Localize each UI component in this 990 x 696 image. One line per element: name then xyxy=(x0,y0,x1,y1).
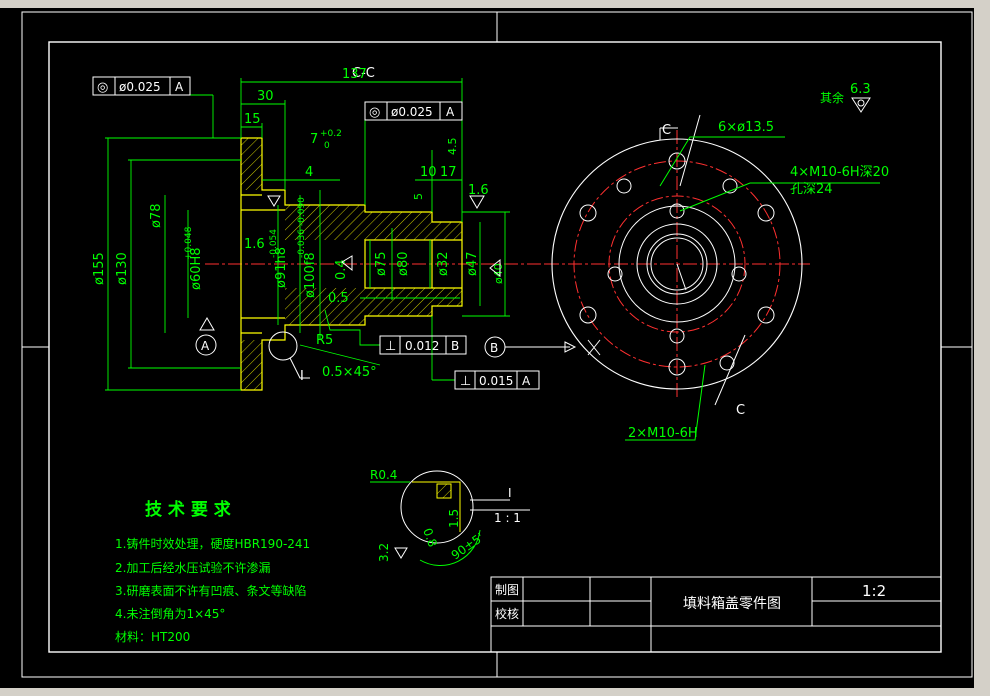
vertical-scrollbar[interactable] xyxy=(974,0,990,696)
title-block xyxy=(490,576,942,653)
title-draw-label: 制图 xyxy=(495,583,519,597)
window-top-bar xyxy=(0,0,990,8)
dim-phi80: ø80 xyxy=(396,252,411,277)
dim-phi60-tol: +0.048 xyxy=(184,226,194,260)
dim-17: 17 xyxy=(440,165,457,180)
dim-phi75: ø75 xyxy=(374,252,389,277)
svg-text:◎: ◎ xyxy=(369,105,380,120)
tech-item-1: 1.铸件时效处理，硬度HBR190-241 xyxy=(115,536,310,551)
svg-text:0.015: 0.015 xyxy=(479,374,513,388)
view-c-bottom: C xyxy=(736,403,745,418)
tech-material: 材料：HT200 xyxy=(115,630,190,644)
dim-chamfer: 0.5×45° xyxy=(322,365,377,380)
dim-137: 137 xyxy=(342,67,367,82)
svg-text:◎: ◎ xyxy=(97,80,108,95)
datum-b-marker: B xyxy=(484,336,577,358)
tolerance-frame-perp-2: ⊥ 0.015 A xyxy=(454,370,540,390)
title-block-texts: 制图 校核 填料箱盖零件图 1:2 xyxy=(495,582,886,621)
horizontal-scrollbar[interactable] xyxy=(0,688,990,696)
svg-text:A: A xyxy=(201,339,210,353)
drawing-name: 填料箱盖零件图 xyxy=(683,596,781,612)
dim-phi155: ø155 xyxy=(92,252,107,285)
detail-scale: 1 : 1 xyxy=(494,511,521,525)
tolerance-frame-perp-1: ⊥ 0.012 B xyxy=(379,335,467,355)
dim-7: 7 xyxy=(310,132,318,147)
tech-item-4: 4.未注倒角为1×45° xyxy=(115,606,225,621)
dim-15: 15 xyxy=(244,112,261,127)
view-c-top: C xyxy=(662,123,671,138)
svg-text:⊥: ⊥ xyxy=(460,374,471,389)
dim-0-5: 0.5 xyxy=(328,291,349,306)
dim-0-4: 0.4 xyxy=(334,259,349,280)
svg-text:6.3: 6.3 xyxy=(850,82,871,97)
dim-phi40: ø40 xyxy=(492,263,505,284)
tech-item-3: 3.研磨表面不许有凹痕、条文等缺陷 xyxy=(115,583,306,598)
svg-text:ø0.025: ø0.025 xyxy=(119,80,161,94)
svg-text:0.012: 0.012 xyxy=(405,339,439,353)
dim-phi60: ø60H8 xyxy=(189,247,204,290)
dim-phi100: ø100f8 xyxy=(303,252,318,298)
dim-phi47: ø47 xyxy=(465,252,480,277)
svg-text:其余: 其余 xyxy=(820,90,844,105)
tech-requirements: 技 术 要 求 1.铸件时效处理，硬度HBR190-241 2.加工后经水压试验… xyxy=(115,499,310,644)
front-view xyxy=(545,114,810,406)
section-dimension-texts: C-C 137 30 15 7 +0.2 0 4 10 17 4.5 1.6 5… xyxy=(92,66,505,384)
dim-phi91: ø91h8 xyxy=(274,247,289,288)
svg-text:⊥: ⊥ xyxy=(385,339,396,354)
svg-text:B: B xyxy=(451,339,459,353)
section-dimension-lines xyxy=(105,78,510,391)
dim-30: 30 xyxy=(257,89,274,104)
tech-item-2: 2.加工后经水压试验不许渗漏 xyxy=(115,560,270,575)
svg-text:A: A xyxy=(175,80,184,94)
section-label: C-C xyxy=(352,66,375,81)
tech-title: 技 术 要 求 xyxy=(145,499,231,520)
dim-phi32: ø32 xyxy=(436,252,451,277)
holes-label-1: 6×ø13.5 xyxy=(718,120,774,135)
title-check-label: 校核 xyxy=(495,606,519,621)
dim-10: 10 xyxy=(420,165,437,180)
detail-r04: R0.4 xyxy=(370,468,397,482)
front-view-leaders xyxy=(625,136,880,441)
detail-r32: 3.2 xyxy=(377,543,391,562)
datum-a-marker: A xyxy=(195,334,217,356)
dim-phi100-tol: -0.036 -0.090 xyxy=(297,197,307,258)
dim-4-5: 4.5 xyxy=(446,138,459,156)
holes-label-2: 4×M10-6H深20 xyxy=(790,165,889,180)
detail-d08: 0.8 xyxy=(420,526,440,549)
tolerance-frame-coax-1: ◎ ø0.025 A xyxy=(92,76,191,96)
holes-label-3: 2×M10-6H xyxy=(628,426,698,441)
svg-text:B: B xyxy=(490,341,498,355)
roughness-1-6-b: 1.6 xyxy=(244,237,265,252)
dim-phi130: ø130 xyxy=(115,252,130,285)
tolerance-frame-coax-2: ◎ ø0.025 A xyxy=(364,101,463,121)
svg-text:A: A xyxy=(446,105,455,119)
svg-text:ø0.025: ø0.025 xyxy=(391,105,433,119)
front-view-texts: 6×ø13.5 4×M10-6H深20 孔深24 2×M10-6H C C xyxy=(628,120,889,441)
section-view xyxy=(205,137,545,391)
detail-view xyxy=(370,470,530,566)
dim-5: 5 xyxy=(412,193,425,200)
detail-marker: I xyxy=(300,369,304,384)
detail-d15: 1.5 xyxy=(447,509,461,528)
dim-4: 4 xyxy=(305,165,313,180)
holes-label-2-sub: 孔深24 xyxy=(790,182,833,197)
dim-phi78: ø78 xyxy=(149,204,164,229)
dim-7-tol-up: +0.2 xyxy=(320,129,342,139)
roughness-symbols xyxy=(199,195,501,331)
svg-text:A: A xyxy=(522,374,531,388)
roughness-1-6: 1.6 xyxy=(468,183,489,198)
drawing-scale: 1:2 xyxy=(862,582,886,600)
dim-phi91-tol: -0.054 xyxy=(269,229,279,258)
dim-7-tol-lo: 0 xyxy=(324,141,330,151)
detail-id: I xyxy=(508,486,512,500)
surface-roughness-other: 其余 6.3 xyxy=(820,82,871,113)
dim-r5: R5 xyxy=(316,333,333,348)
